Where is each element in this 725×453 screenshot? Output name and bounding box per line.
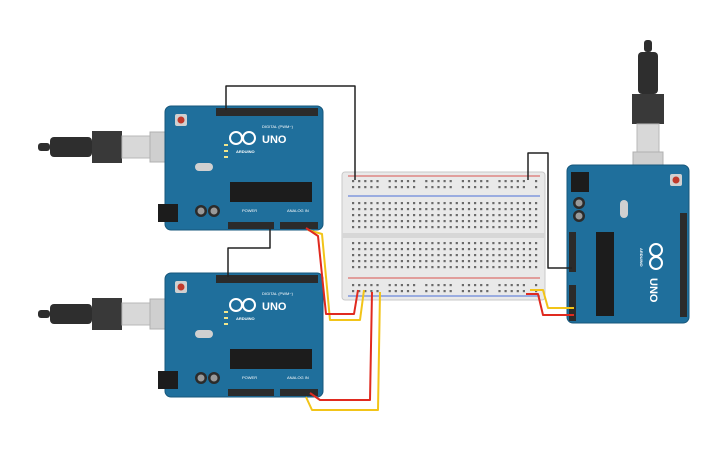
analog-header[interactable] [280, 389, 318, 396]
digital-label: DIGITAL (PWM~) [262, 291, 294, 296]
power-jack[interactable] [571, 172, 589, 192]
microcontroller-chip [230, 349, 312, 369]
digital-label: DIGITAL (PWM~) [262, 124, 294, 129]
power-header[interactable] [228, 222, 274, 229]
board-model: UNO [262, 301, 287, 313]
wire-black[interactable] [527, 152, 572, 269]
analog-header[interactable] [280, 222, 318, 229]
power-jack[interactable] [158, 371, 178, 389]
microcontroller-chip [596, 232, 614, 316]
digital-header[interactable] [680, 213, 687, 317]
board-brand: ARDUINO [236, 149, 255, 154]
wire-yellow[interactable] [530, 289, 574, 309]
usb-cable-top [38, 131, 185, 163]
power-header[interactable] [569, 232, 576, 272]
arduino-board-top[interactable]: DIGITAL (PWM~) UNO ARDUINO POWER ANALOG … [158, 105, 324, 231]
arduino-logo-icon [229, 131, 256, 145]
usb-cable-right [632, 40, 664, 189]
analog-label: ANALOG IN [287, 208, 309, 213]
arduino-board-right[interactable]: UNO ARDUINO [566, 164, 690, 324]
power-header[interactable] [228, 389, 274, 396]
board-model: UNO [262, 134, 287, 146]
breadboard-holes[interactable] [352, 180, 538, 293]
digital-header[interactable] [216, 275, 318, 283]
breadboard[interactable] [341, 171, 546, 301]
analog-label: ANALOG IN [287, 375, 309, 380]
board-brand: ARDUINO [236, 316, 255, 321]
power-jack[interactable] [158, 204, 178, 222]
arduino-logo-icon [229, 298, 256, 312]
wire-black[interactable] [227, 229, 271, 277]
wire-yellow[interactable] [305, 291, 381, 411]
arduino-logo-icon [649, 243, 663, 270]
board-brand: ARDUINO [639, 248, 644, 267]
reset-button[interactable] [177, 116, 185, 124]
wire-red[interactable] [526, 293, 574, 316]
power-label: POWER [242, 375, 257, 380]
wires [225, 85, 574, 411]
microcontroller-chip [230, 182, 312, 202]
digital-header[interactable] [216, 108, 318, 116]
wire-yellow[interactable] [307, 229, 365, 321]
reset-button[interactable] [177, 283, 185, 291]
wire-black[interactable] [225, 85, 356, 180]
wire-red[interactable] [309, 291, 373, 401]
power-label: POWER [242, 208, 257, 213]
wire-red[interactable] [305, 227, 359, 315]
usb-cable-bottom [38, 298, 185, 330]
analog-header[interactable] [569, 285, 576, 321]
arduino-board-bottom[interactable]: DIGITAL (PWM~) UNO ARDUINO POWER ANALOG … [158, 272, 324, 398]
reset-button[interactable] [672, 176, 680, 184]
board-model: UNO [647, 278, 659, 303]
